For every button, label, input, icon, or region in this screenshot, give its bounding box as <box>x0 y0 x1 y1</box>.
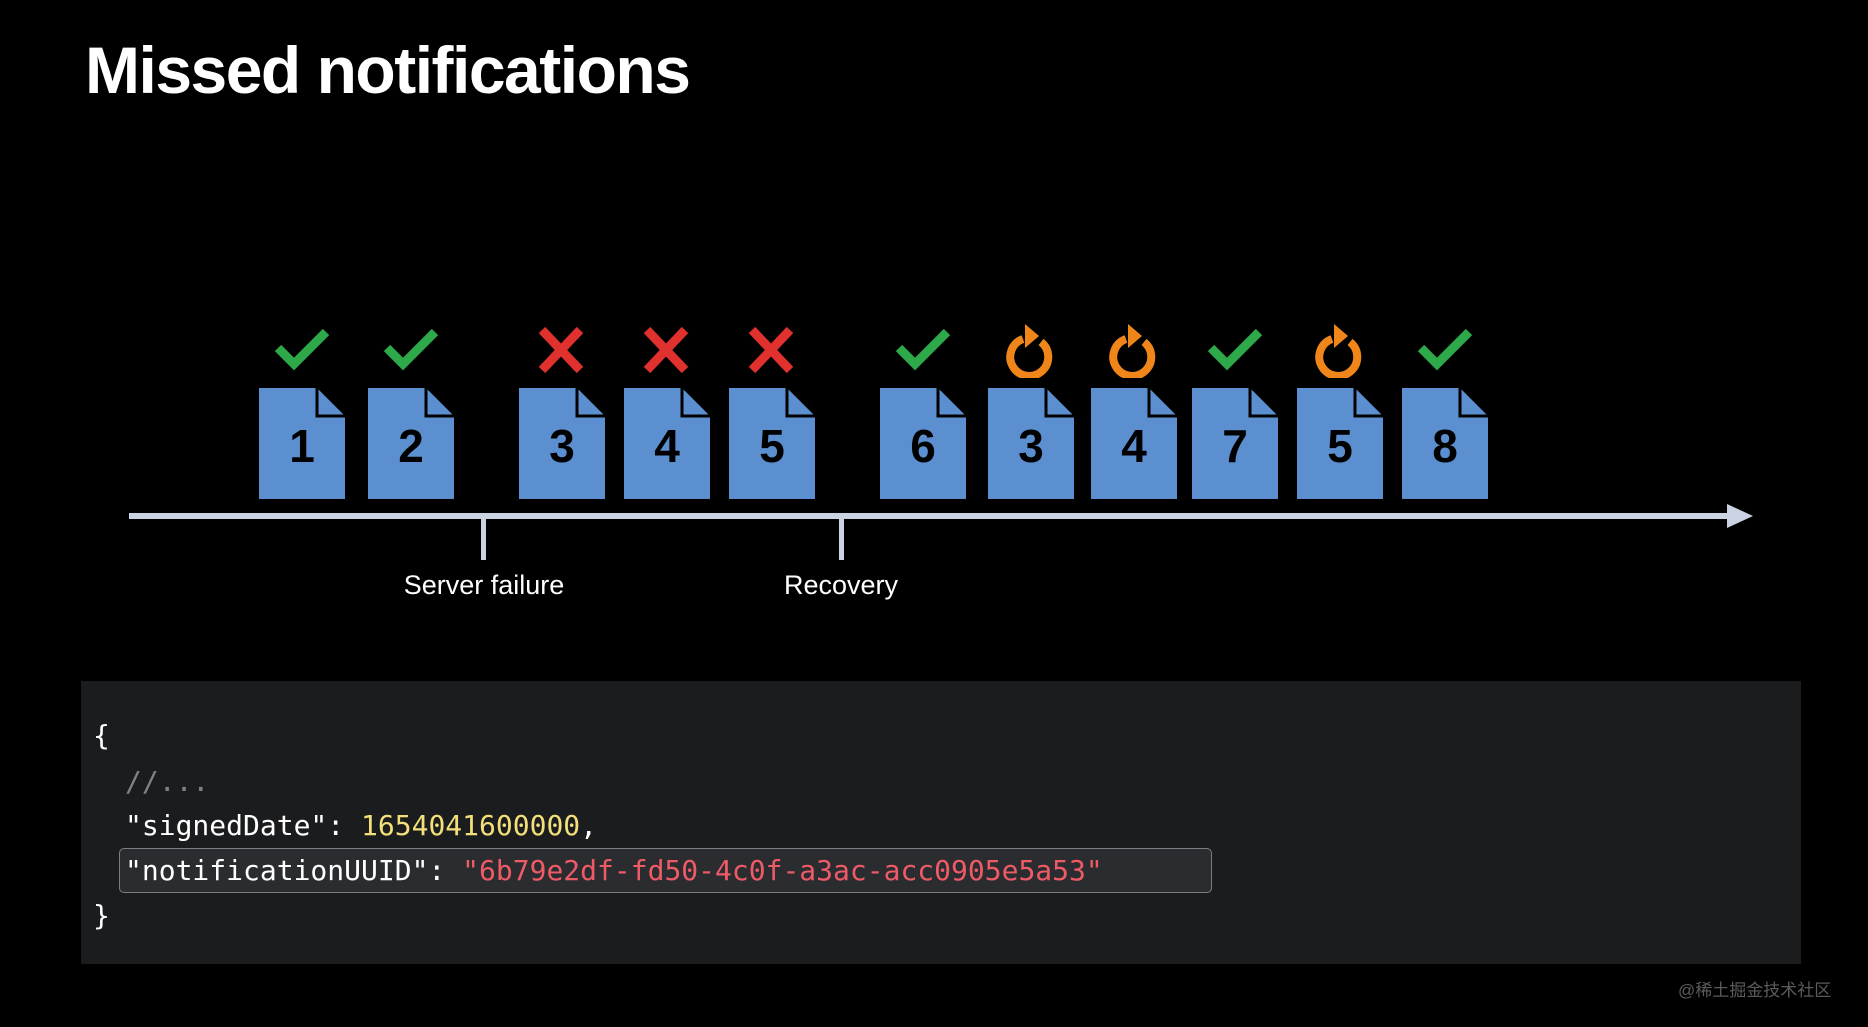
notification-document: 4 <box>1091 388 1177 499</box>
retry-icon <box>1001 322 1061 380</box>
server-failure-label: Server failure <box>403 570 565 600</box>
checkmark-icon <box>1205 322 1265 378</box>
signed-date-key: "signedDate": <box>125 809 362 842</box>
x-mark-icon <box>532 322 592 378</box>
x-mark-icon <box>637 322 697 378</box>
code-close-brace: } <box>93 899 110 932</box>
server-failure-tick <box>481 518 486 560</box>
notification-number: 3 <box>549 420 575 472</box>
notification-number: 6 <box>910 420 936 472</box>
checkmark-icon <box>381 322 441 378</box>
document-icon <box>1091 388 1177 499</box>
x-mark-icon <box>742 322 802 378</box>
document-icon <box>519 388 605 499</box>
notification-document: 7 <box>1192 388 1278 499</box>
notification-number: 7 <box>1222 420 1248 472</box>
recovery-tick <box>839 518 844 560</box>
document-icon <box>880 388 966 499</box>
notification-number: 2 <box>398 420 424 472</box>
document-icon <box>1297 388 1383 499</box>
checkmark-icon <box>893 322 953 378</box>
uuid-key: "notificationUUID": <box>125 854 463 887</box>
document-icon <box>988 388 1074 499</box>
retry-icon <box>1310 322 1370 380</box>
notification-document: 1 <box>259 388 345 499</box>
checkmark-icon <box>272 322 332 378</box>
notification-number: 4 <box>1121 420 1147 472</box>
document-icon <box>1402 388 1488 499</box>
arrow-head-icon <box>1727 504 1753 528</box>
notification-number: 8 <box>1432 420 1458 472</box>
document-icon <box>368 388 454 499</box>
notification-document: 8 <box>1402 388 1488 499</box>
document-icon <box>729 388 815 499</box>
retry-icon <box>1104 322 1164 380</box>
notification-document: 4 <box>624 388 710 499</box>
document-icon <box>624 388 710 499</box>
notification-document: 5 <box>1297 388 1383 499</box>
document-icon <box>1192 388 1278 499</box>
signed-date-value: 1654041600000 <box>361 809 581 842</box>
notification-number: 5 <box>759 420 785 472</box>
code-comment: //... <box>125 765 210 798</box>
code-open-brace: { <box>93 719 110 752</box>
watermark: @稀土掘金技术社区 <box>1678 981 1832 1000</box>
document-icon <box>259 388 345 499</box>
notification-document: 6 <box>880 388 966 499</box>
recovery-label: Recovery <box>783 570 899 600</box>
code-block: { //... "signedDate": 1654041600000, "no… <box>81 681 1801 964</box>
checkmark-icon <box>1415 322 1475 378</box>
uuid-highlight-box <box>119 848 1212 893</box>
uuid-value: "6b79e2df-fd50-4c0f-a3ac-acc0905e5a53" <box>462 854 1103 887</box>
notification-document: 3 <box>988 388 1074 499</box>
notification-document: 2 <box>368 388 454 499</box>
notification-number: 5 <box>1327 420 1353 472</box>
notification-document: 3 <box>519 388 605 499</box>
notification-number: 1 <box>289 420 315 472</box>
signed-date-comma: , <box>580 809 598 842</box>
timeline-axis <box>129 513 1739 519</box>
notification-number: 4 <box>654 420 680 472</box>
code-line-signed-date: "signedDate": 1654041600000, <box>125 808 597 844</box>
page-title: Missed notifications <box>85 33 691 107</box>
notification-number: 3 <box>1018 420 1044 472</box>
code-line-notification-uuid: "notificationUUID": "6b79e2df-fd50-4c0f-… <box>125 853 1103 889</box>
notification-document: 5 <box>729 388 815 499</box>
